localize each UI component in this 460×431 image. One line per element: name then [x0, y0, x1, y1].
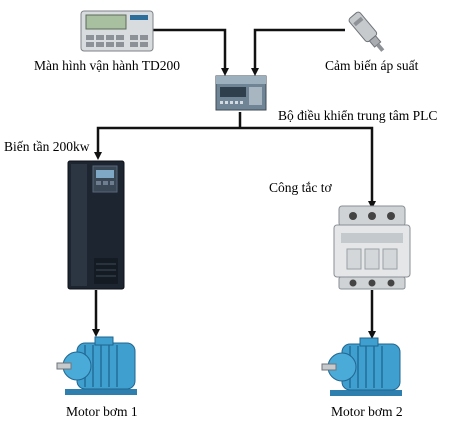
contactor-image	[333, 205, 411, 290]
motor1-image	[55, 335, 147, 397]
pressure-sensor-label: Cảm biến áp suất	[325, 58, 419, 73]
inverter-label: Biến tần 200kw	[4, 139, 90, 154]
wire-td200-plc	[152, 28, 229, 76]
wire-bus-contactor	[240, 126, 376, 209]
wire-sensor-plc	[251, 28, 345, 76]
motor1-label: Motor bơm 1	[66, 404, 138, 419]
td200-panel-image	[80, 10, 154, 52]
td200-label: Màn hình vận hành TD200	[34, 58, 180, 73]
contactor-label: Công tắc tơ	[269, 180, 332, 195]
plc-label: Bộ điều khiển trung tâm PLC	[278, 108, 438, 123]
pressure-sensor-image	[343, 8, 393, 58]
plc-image	[215, 72, 267, 112]
wire-bus-inverter	[94, 126, 240, 160]
motor2-label: Motor bơm 2	[331, 404, 403, 419]
motor2-image	[320, 336, 412, 398]
inverter-image	[67, 160, 125, 290]
